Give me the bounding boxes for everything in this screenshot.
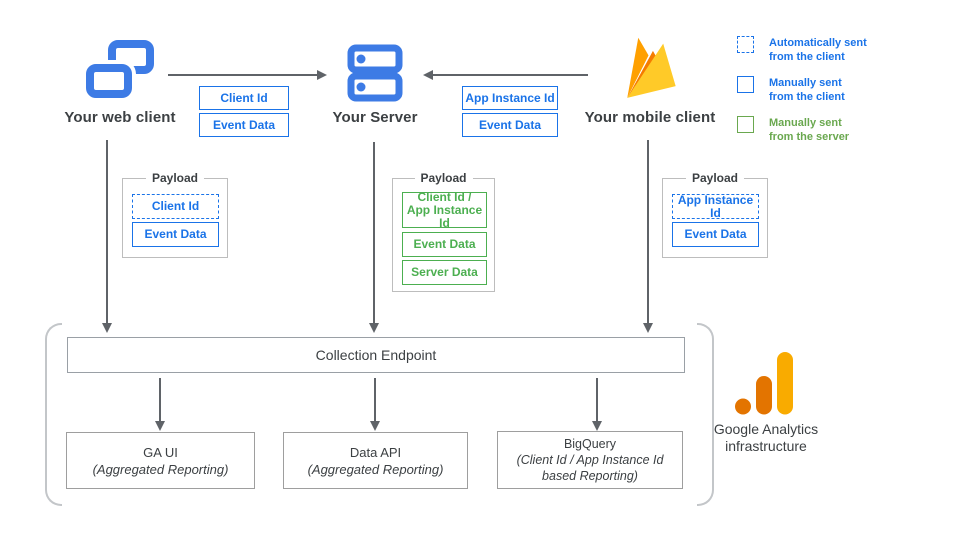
payload-web-event-data: Event Data <box>132 222 219 247</box>
tag-client-id: Client Id <box>199 86 289 110</box>
legend-item-manual-client: Manually sent from the client <box>769 77 845 103</box>
payload-web-title: Payload <box>145 171 205 185</box>
tag-app-instance-id: App Instance Id <box>462 86 558 110</box>
arrow-endpoint-gaui-head <box>155 421 165 431</box>
arrow-endpoint-dataapi <box>374 378 376 421</box>
bigquery-title: BigQuery <box>563 437 617 451</box>
arrow-endpoint-gaui <box>159 378 161 421</box>
legend-item-manual-server: Manually sent from the server <box>769 117 850 143</box>
arrow-server-down <box>373 142 375 323</box>
arrow-web-down-head <box>102 323 112 333</box>
bigquery-subtitle: (Client Id / App Instance Id based Repor… <box>516 453 664 483</box>
web-client-label: Your web client <box>64 109 176 126</box>
arrow-endpoint-dataapi-head <box>370 421 380 431</box>
payload-server: Payload Client Id / App Instance Id Even… <box>392 171 495 292</box>
arrow-web-to-server <box>168 74 317 76</box>
arrow-endpoint-bigquery-head <box>592 421 602 431</box>
ga-ui-subtitle: (Aggregated Reporting) <box>92 461 229 477</box>
tag-event-data: Event Data <box>199 113 289 137</box>
arrow-mobile-to-server-head <box>423 70 433 80</box>
mobile-client-label: Your mobile client <box>584 109 716 126</box>
payload-mobile-app-instance-id: App Instance Id <box>672 193 759 219</box>
payload-web-client-id: Client Id <box>132 194 219 219</box>
arrow-server-down-head <box>369 323 379 333</box>
payload-web: Payload Client Id Event Data <box>122 171 228 258</box>
payload-server-ids: Client Id / App Instance Id <box>402 190 487 229</box>
ga-infrastructure-label: Google Analytics infrastructure <box>713 421 819 454</box>
firebase-mobile-icon <box>627 37 676 98</box>
data-api-subtitle: (Aggregated Reporting) <box>307 461 444 477</box>
arrow-endpoint-bigquery <box>596 378 598 421</box>
payload-server-title: Payload <box>414 171 473 185</box>
payload-mobile-title: Payload <box>685 171 745 185</box>
bigquery-box: BigQuery (Client Id / App Instance Id ba… <box>497 431 683 489</box>
arrow-mobile-down <box>647 140 649 323</box>
payload-server-server-data: Server Data <box>402 260 487 285</box>
ga-ui-title: GA UI <box>143 444 178 460</box>
infra-bracket-left <box>45 323 62 506</box>
legend-item-auto-client: Automatically sent from the client <box>769 37 867 63</box>
web-client-icon <box>84 40 154 100</box>
google-analytics-logo-icon <box>735 352 793 415</box>
arrow-mobile-down-head <box>643 323 653 333</box>
server-icon <box>347 44 403 102</box>
server-label: Your Server <box>332 109 418 126</box>
tag-event-data: Event Data <box>462 113 558 137</box>
data-api-box: Data API (Aggregated Reporting) <box>283 432 468 489</box>
data-api-title: Data API <box>349 444 402 460</box>
infra-bracket-right <box>697 323 714 506</box>
arrow-web-down <box>106 140 108 323</box>
payload-mobile-event-data: Event Data <box>672 222 759 247</box>
legend-swatch-manual-client-icon <box>737 76 754 93</box>
collection-endpoint-box: Collection Endpoint <box>67 337 685 373</box>
payload-server-event-data: Event Data <box>402 232 487 257</box>
legend-swatch-manual-server-icon <box>737 116 754 133</box>
arrow-web-to-server-head <box>317 70 327 80</box>
legend-swatch-auto-client-icon <box>737 36 754 53</box>
payload-mobile: Payload App Instance Id Event Data <box>662 171 768 258</box>
arrow-mobile-to-server <box>433 74 588 76</box>
ga-ui-box: GA UI (Aggregated Reporting) <box>66 432 255 489</box>
